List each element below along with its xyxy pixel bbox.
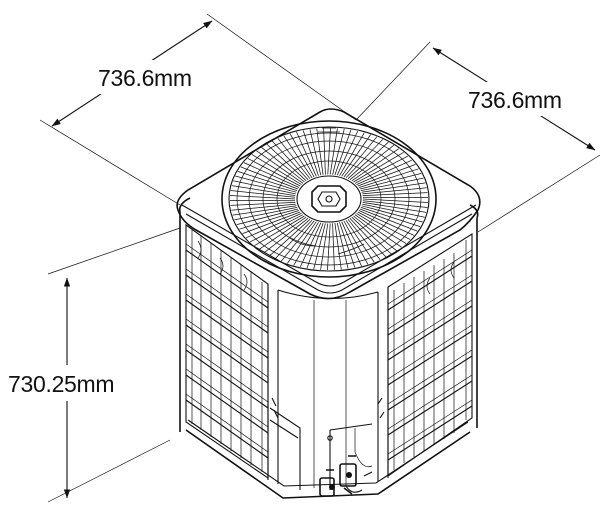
grille-spoke [230, 190, 296, 198]
grille-spoke [232, 205, 297, 216]
grille-spoke [323, 128, 326, 175]
grille-spoke [362, 202, 427, 213]
grille-spoke [231, 203, 296, 211]
grille-spoke [362, 192, 428, 196]
grille-spoke [234, 207, 298, 221]
grille-spoke [345, 139, 383, 179]
grille-spoke [336, 130, 359, 176]
grille-spoke [243, 162, 300, 188]
left-coil-guard [185, 223, 269, 480]
grille-spoke [266, 143, 307, 182]
grille-spoke [247, 158, 301, 187]
grille-spoke [349, 145, 395, 180]
grille-spoke [343, 220, 369, 265]
grille-spoke [256, 150, 304, 184]
grille-spoke [334, 129, 352, 176]
grille-spoke [269, 219, 311, 257]
grille-spoke [360, 173, 422, 190]
dimension-label-left-width: 736.6mm [98, 65, 192, 91]
grille-spoke [242, 211, 301, 234]
grille-spoke [302, 130, 319, 176]
grille-spoke [347, 219, 381, 261]
grille-spoke [327, 127, 331, 175]
grille-spoke [277, 137, 311, 179]
grille-spoke [339, 132, 365, 176]
grille-spoke [359, 208, 418, 232]
grille-spoke [360, 207, 421, 227]
grille-spoke [254, 215, 305, 247]
grille-spoke [327, 223, 331, 271]
grille-spoke [236, 208, 298, 225]
grille-spoke [245, 213, 302, 239]
grille-spoke [258, 216, 307, 250]
service-valves [319, 455, 373, 497]
grille-spoke [280, 220, 315, 262]
grille-spoke [361, 205, 423, 223]
grille-spoke [271, 140, 309, 180]
grille-spoke [249, 214, 304, 243]
grille-spoke [358, 168, 419, 188]
grille-spoke [349, 218, 387, 258]
grille-spoke [336, 222, 349, 269]
grille-spoke [293, 222, 319, 266]
grille-spoke [356, 213, 407, 244]
grille-spoke [362, 203, 425, 218]
grille-spoke [353, 215, 397, 252]
grille-spoke [334, 223, 342, 270]
grille-spoke [316, 128, 324, 175]
grille-spoke [320, 223, 329, 270]
grille-spoke [239, 210, 300, 230]
grille-spoke [358, 210, 415, 236]
grille-spoke [351, 216, 392, 255]
grille-spoke [287, 221, 317, 264]
grille-spoke [341, 134, 371, 177]
grille-spoke [332, 128, 345, 175]
grille-spoke [235, 175, 297, 193]
dimension-label-right-width: 736.6mm [468, 87, 562, 113]
fan-motor-hub [311, 185, 347, 213]
grille-spoke [299, 222, 322, 268]
condenser-unit [176, 108, 481, 499]
grille-spoke [339, 222, 356, 268]
grille-spoke [354, 214, 402, 248]
grille-spoke [230, 195, 296, 200]
service-panel [269, 407, 373, 490]
grille-spoke [353, 151, 404, 183]
dimension-label-height: 730.25mm [8, 371, 114, 397]
grille-spoke [237, 171, 298, 191]
grille-spoke [231, 185, 296, 196]
grille-spoke [351, 148, 400, 182]
grille-spoke [289, 133, 315, 178]
cabinet-outline [178, 197, 479, 432]
grille-spoke [261, 146, 305, 183]
grille-spoke [233, 180, 296, 195]
grille-spoke [354, 155, 409, 184]
grille-spoke [341, 221, 362, 267]
grille-spoke [332, 223, 335, 270]
grille-spoke [283, 135, 313, 179]
grille-spoke [362, 198, 428, 203]
grille-spoke [362, 200, 428, 208]
grille-spoke [356, 159, 413, 185]
grille-spoke [275, 219, 313, 259]
grille-spoke [296, 131, 317, 177]
grille-spoke [240, 166, 299, 190]
grille-spoke [263, 218, 309, 253]
grille-spoke [357, 164, 416, 187]
grille-spoke [309, 129, 322, 176]
grille-spoke [329, 128, 338, 175]
grille-spoke [251, 154, 302, 185]
fan-grille-spokes [229, 127, 429, 271]
grille-spoke [345, 219, 375, 263]
grille-spoke [357, 211, 411, 240]
grille-spoke [313, 223, 326, 270]
grille-spoke [347, 141, 389, 179]
grille-spoke [361, 182, 426, 193]
grille-spoke [343, 136, 378, 178]
grille-spoke [360, 177, 424, 191]
grille-spoke [362, 187, 427, 195]
fan-grille [221, 120, 437, 278]
grille-spoke [230, 202, 296, 206]
